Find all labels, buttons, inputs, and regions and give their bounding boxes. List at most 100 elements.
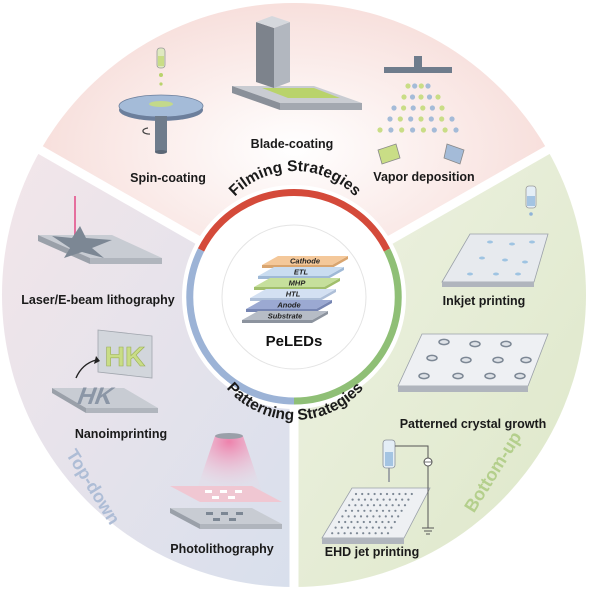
ehd-dot [381,532,383,534]
ehd-dot [351,510,353,512]
ehd-dot [380,493,382,495]
nanoimprinting-label: Nanoimprinting [75,427,167,441]
ehd-dot [357,521,359,523]
ehd-dot [362,532,364,534]
layer-label: ETL [294,268,309,277]
vapor-particle [399,127,404,132]
ehd-dot [376,510,378,512]
vapor-particle [439,116,444,121]
laser-lithography-label: Laser/E-beam lithography [21,293,175,307]
vapor-particle [391,105,396,110]
vapor-particle [410,127,415,132]
ehd-dot [401,499,403,501]
ehd-dot [391,515,393,517]
ehd-dot [367,493,369,495]
vapor-particle [420,105,425,110]
vapor-particle [453,127,458,132]
vapor-particle [449,116,454,121]
ehd-dot [372,527,374,529]
ehd-dot [348,515,350,517]
ehd-dot [360,515,362,517]
vapor-particle [388,127,393,132]
ehd-dot [341,527,343,529]
vapor-particle [429,116,434,121]
ehd-dot [378,527,380,529]
ehd-dot [384,527,386,529]
ehd-dot [374,493,376,495]
ehd-dot [363,521,365,523]
ehd-dot [385,504,387,506]
ehd-dot [390,527,392,529]
ehd-dot [375,521,377,523]
ehd-dot [387,532,389,534]
vapor-particle [439,105,444,110]
ehd-dot [373,504,375,506]
ehd-dot [331,532,333,534]
vapor-particle [427,94,432,99]
layer-etl: ETL [258,267,344,279]
vapor-particle [443,127,448,132]
vapor-particle [430,105,435,110]
vapor-particle [418,116,423,121]
ehd-dot [372,515,374,517]
ehd-dot [338,521,340,523]
layer-label: MHP [289,279,307,288]
photolithography-label: Photolithography [170,542,274,556]
vapor-particle [418,94,423,99]
ehd-dot [401,510,403,512]
ehd-dot [379,504,381,506]
ehd-dot [383,499,385,501]
ehd-dot [392,504,394,506]
vapor-particle [425,83,430,88]
ehd-dot [335,527,337,529]
layer-mhp: MHP [254,278,340,290]
vapor-particle [405,83,410,88]
vapor-particle [421,127,426,132]
stamp-text: HK [105,341,145,372]
ehd-dot [382,510,384,512]
ehd-dot [397,515,399,517]
ehd-dot [405,493,407,495]
vapor-particle [432,127,437,132]
layer-label: HTL [286,290,301,299]
ehd-dot [394,510,396,512]
ehd-dot [350,532,352,534]
ehd-dot [404,504,406,506]
ehd-dot [350,521,352,523]
layer-label: Substrate [268,312,303,321]
ehd-dot [368,532,370,534]
vapor-particle [398,116,403,121]
layer-label: Cathode [290,257,320,266]
layer-label: Anode [276,301,300,310]
layer-cathode: Cathode [262,256,348,268]
ehd-dot [337,532,339,534]
vapor-particle [387,116,392,121]
ehd-dot [364,499,366,501]
spin-coating-label: Spin-coating [130,171,206,185]
ehd-dot [369,521,371,523]
ehd-dot [361,504,363,506]
ehd-dot [394,521,396,523]
patterned-crystal-illustration [398,334,548,392]
ehd-dot [361,493,363,495]
vapor-particle [411,105,416,110]
layer-anode: Anode [246,300,332,312]
ehd-dot [366,527,368,529]
inkjet-printing-label: Inkjet printing [443,294,526,308]
ehd-dot [375,532,377,534]
ehd-dot [366,515,368,517]
ehd-dot [344,532,346,534]
ehd-dot [347,527,349,529]
ehd-dot [388,510,390,512]
ehd-dot [398,504,400,506]
layer-htl: HTL [250,289,336,301]
ehd-dot [345,510,347,512]
ehd-jet-printing-label: EHD jet printing [325,545,419,559]
ehd-dot [355,493,357,495]
vapor-particle [435,94,440,99]
blade-coating-label: Blade-coating [251,137,334,151]
patterned-crystal-label: Patterned crystal growth [400,417,547,431]
ehd-dot [367,504,369,506]
